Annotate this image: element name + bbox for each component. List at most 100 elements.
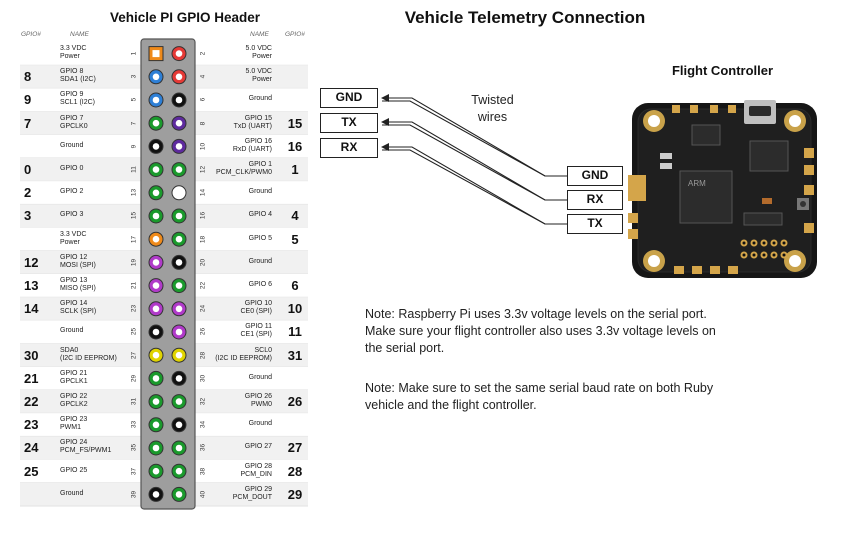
pin-inner: [152, 305, 160, 313]
pin-name-right: GPIO 16 RxD (UART): [232, 137, 272, 153]
gpio-number-left: 3: [24, 208, 32, 224]
pin-inner: [152, 119, 160, 127]
note-voltage: Note: Raspberry Pi uses 3.3v voltage lev…: [365, 307, 716, 355]
pin-name-right: GPIO 5: [248, 234, 272, 242]
pin-inner: [175, 119, 183, 127]
pin-name-left: GPIO 25: [60, 466, 88, 474]
gpio-number-left: 22: [24, 394, 39, 409]
gpio-number-left: 12: [24, 254, 39, 270]
gpio-number-right: 10: [287, 301, 303, 317]
gpio-number-right: 6: [291, 278, 299, 293]
pin-inner: [152, 328, 160, 336]
col-head-name-right: NAME: [250, 31, 269, 38]
pin-name-left: GPIO 21 GPCLK1: [60, 369, 88, 385]
pin-name-left: GPIO 14 SCLK (SPI): [60, 300, 97, 316]
pin-name-right: GPIO 11 CE1 (SPI): [240, 323, 272, 339]
pin-name-left: GPIO 23 PWM1: [60, 416, 88, 432]
pin-name-right: GPIO 26 PWM0: [244, 393, 272, 408]
pin-name-left: 3.3 VDC Power: [60, 45, 87, 60]
gpio-number-right: 15: [287, 115, 303, 131]
pin-inner: [175, 73, 183, 81]
gpio-number-right: 5: [291, 231, 299, 247]
pin-name-right: SCL0 (I2C ID EEPROM): [215, 346, 272, 362]
pin-name-left: GPIO 3: [60, 211, 84, 219]
pin-name-right: GPIO 29 PCM_DOUT: [232, 485, 272, 501]
pin-inner: [152, 375, 160, 382]
pin-inner: [175, 96, 183, 104]
gpio-number-right: 29: [287, 486, 303, 502]
pin-name-left: GPIO 0: [60, 165, 84, 172]
pi-rx-label: RX: [320, 138, 378, 158]
pin-inner: [152, 166, 160, 173]
pin-name-left: SDA0 (I2C ID EEPROM): [60, 346, 117, 362]
col-head-gpio-right: GPIO#: [285, 31, 305, 38]
wire-rx-2: [382, 149, 567, 225]
pin-inner: [175, 305, 183, 313]
pin-inner: [175, 421, 183, 429]
pin-inner: [152, 491, 160, 498]
pin-inner: [152, 467, 160, 475]
gpio-number-left: 8: [24, 69, 32, 85]
pin-name-left: GPIO 8 SDA1 (I2C): [60, 68, 96, 84]
gpio-number-left: 23: [24, 417, 39, 433]
pin-name-left: GPIO 22 GPCLK2: [60, 393, 88, 408]
gpio-number-left: 9: [24, 92, 32, 108]
note-baud-rate: Note: Make sure to set the same serial b…: [365, 381, 714, 412]
pin-name-right: GPIO 4: [248, 211, 272, 219]
pin-name-right: 5.0 VDC Power: [245, 68, 272, 84]
pin-name-right: Ground: [248, 420, 272, 428]
gpio-number-right: 11: [288, 324, 302, 340]
pin-name-left: GPIO 12 MOSI (SPI): [60, 253, 96, 269]
pin-inner: [175, 328, 183, 336]
pin-inner: [175, 259, 183, 266]
pin-inner: [152, 259, 160, 266]
pin-name-right: GPIO 6: [248, 281, 272, 288]
gpio-number-right: 31: [287, 347, 303, 363]
gpio-number-left: 30: [24, 347, 39, 363]
gpio-number-left: 13: [24, 278, 39, 293]
pin-name-left: GPIO 13 MISO (SPI): [60, 277, 96, 292]
gpio-number-right: 4: [291, 208, 299, 224]
pin-inner: [152, 73, 160, 81]
pin-name-right: Ground: [248, 373, 272, 381]
pin-name-left: Ground: [60, 141, 84, 149]
gpio-number-left: 24: [24, 440, 39, 456]
pin-inner: [175, 282, 183, 289]
pin-name-right: 5.0 VDC Power: [245, 45, 272, 60]
pin-name-right: GPIO 15 TxD (UART): [233, 114, 272, 130]
wire-gnd-2: [382, 100, 567, 177]
pi-tx-label: TX: [320, 113, 378, 133]
pin-inner: [152, 96, 160, 104]
pin-name-right: Ground: [248, 257, 272, 265]
chip-label: ARM: [688, 179, 706, 188]
pin-name-right: Ground: [248, 188, 272, 196]
pin-name-right: GPIO 10 CE0 (SPI): [240, 300, 272, 316]
pin-inner: [175, 351, 183, 359]
pin-name-left: 3.3 VDC Power: [60, 230, 87, 246]
pin-inner: [175, 444, 183, 452]
pin-name-right: Ground: [248, 95, 272, 103]
gpio-number-right: 27: [287, 440, 303, 456]
flight-controller-board: ARM: [628, 100, 817, 278]
twisted-wires-text: Twisted wires: [471, 93, 514, 124]
col-head-name-left: NAME: [70, 31, 89, 38]
pin-inner: [152, 351, 160, 359]
pin-inner: [175, 212, 183, 220]
gpio-number-left: 2: [24, 185, 32, 201]
pin-inner: [175, 467, 183, 475]
flight-controller-title: Flight Controller: [671, 63, 774, 78]
pin-name-right: GPIO 27: [244, 443, 272, 451]
col-head-gpio-left: GPIO#: [21, 31, 41, 38]
fc-gnd-label: GND: [567, 166, 623, 186]
pin-inner: [175, 143, 183, 150]
pin-inner: [175, 375, 183, 382]
pi-gnd-label: GND: [320, 88, 378, 108]
header-body: [140, 38, 196, 510]
pin-name-left: Ground: [60, 489, 84, 497]
pin-inner: [175, 50, 183, 57]
gpio-number-left: 25: [24, 463, 39, 479]
gpio-number-right: 1: [291, 162, 299, 177]
pin-inner: [175, 235, 183, 243]
